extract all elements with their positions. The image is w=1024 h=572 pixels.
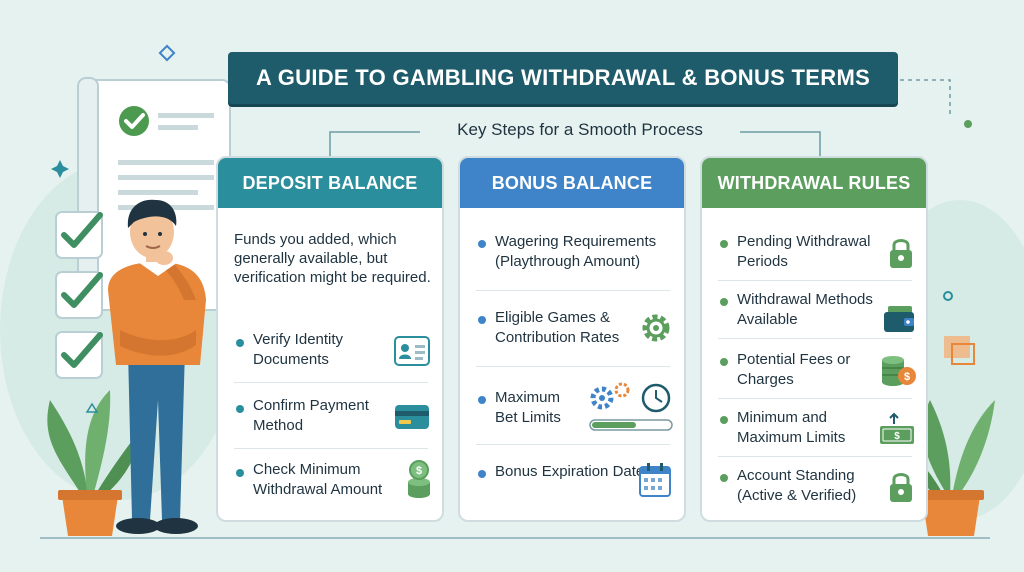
plant-left-icon xyxy=(47,390,140,536)
lock-icon xyxy=(890,239,912,268)
bullet-icon xyxy=(720,474,728,482)
subtitle: Key Steps for a Smooth Process xyxy=(457,120,703,139)
cash-limit-icon: $ xyxy=(880,412,914,444)
item-label: Pending Withdrawal Periods xyxy=(737,233,871,270)
divider xyxy=(718,338,912,339)
item-label: Eligible Games & Contribution Rates xyxy=(495,309,620,346)
bullet-icon xyxy=(236,469,244,477)
bullet-icon xyxy=(236,405,244,413)
divider xyxy=(476,444,670,445)
page-title-banner: A GUIDE TO GAMBLING WITHDRAWAL & BONUS T… xyxy=(228,52,898,104)
svg-text:$: $ xyxy=(894,431,900,442)
divider xyxy=(476,290,670,291)
page-title: A GUIDE TO GAMBLING WITHDRAWAL & BONUS T… xyxy=(255,65,871,90)
item-label: Account Standing (Active & Verified) xyxy=(737,467,857,504)
plant-right-icon xyxy=(902,400,995,536)
card-title: DEPOSIT BALANCE xyxy=(242,172,418,193)
card-title: WITHDRAWAL RULES xyxy=(717,172,911,193)
gears-clock-progress-icon xyxy=(589,382,673,431)
card-header: DEPOSIT BALANCE xyxy=(218,158,442,208)
item-label: Confirm Payment Method xyxy=(253,397,369,434)
lock-icon xyxy=(890,473,912,502)
id-card-icon xyxy=(394,336,430,366)
divider xyxy=(718,456,912,457)
bonus-balance-card: BONUS BALANCE Wagering Requirements (Pla… xyxy=(458,156,686,522)
withdrawal-rules-card: WITHDRAWAL RULES Pending Withdrawal Peri… xyxy=(700,156,928,522)
bullet-icon xyxy=(720,298,728,306)
svg-text:$: $ xyxy=(416,465,422,477)
item-label: Maximum Bet Limits xyxy=(495,389,561,426)
bullet-icon xyxy=(478,240,486,248)
bullet-icon xyxy=(478,396,486,404)
svg-text:$: $ xyxy=(904,371,910,383)
checklist-icon xyxy=(55,211,103,379)
thinking-man-illustration xyxy=(108,199,206,534)
item-label: Minimum and Maximum Limits xyxy=(737,409,846,446)
divider xyxy=(234,448,428,449)
card-header: BONUS BALANCE xyxy=(460,158,684,208)
bullet-icon xyxy=(478,316,486,324)
divider xyxy=(718,398,912,399)
credit-card-icon xyxy=(395,405,429,429)
coins-dollar-icon: $ xyxy=(882,356,916,386)
card-header: WITHDRAWAL RULES xyxy=(702,158,926,208)
bullet-icon xyxy=(720,358,728,366)
item-label: Potential Fees or Charges xyxy=(737,351,851,388)
card-title: BONUS BALANCE xyxy=(491,172,653,193)
bullet-icon xyxy=(478,470,486,478)
item-label: Check Minimum Withdrawal Amount xyxy=(253,461,383,498)
deposit-balance-card: DEPOSIT BALANCE Funds you added, which g… xyxy=(216,156,444,522)
divider xyxy=(718,280,912,281)
bullet-icon xyxy=(720,240,728,248)
divider xyxy=(234,382,428,383)
coin-stack-icon: $ xyxy=(408,460,430,498)
card-description: Funds you added, which generally availab… xyxy=(234,231,431,286)
item-label: Withdrawal Methods Available xyxy=(737,291,873,328)
wallet-icon xyxy=(884,306,914,332)
item-label: Bonus Expiration Date xyxy=(495,463,645,480)
calendar-icon xyxy=(639,463,671,497)
bullet-icon xyxy=(236,339,244,347)
divider xyxy=(476,366,670,367)
item-label: Wagering Requirements (Playthrough Amoun… xyxy=(495,233,657,270)
approved-document-icon xyxy=(77,77,231,315)
gear-icon xyxy=(642,314,670,342)
bullet-icon xyxy=(720,416,728,424)
item-label: Verify Identity Documents xyxy=(253,331,344,368)
